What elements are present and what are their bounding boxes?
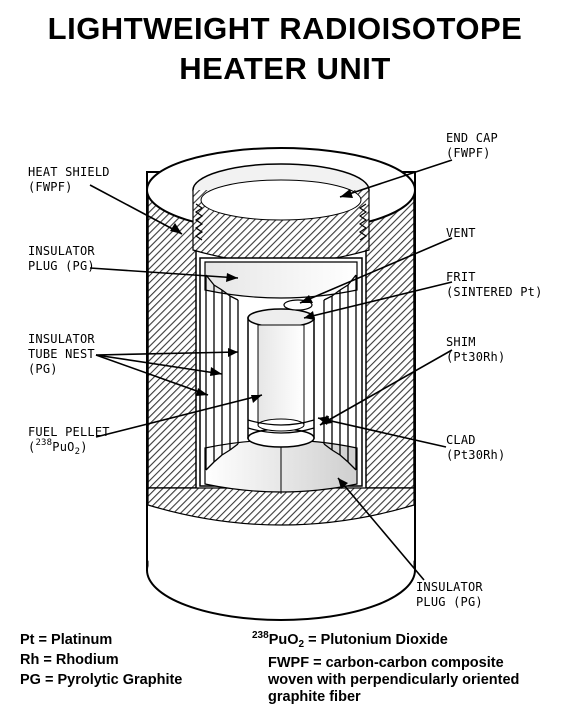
tube-nest-leader-3 [95,354,209,396]
tube-nest-leader-2 [95,354,223,375]
end-cap-leader [339,159,453,198]
heat-shield-leader [89,184,183,235]
label-fuel-pellet: FUEL PELLET (238PuO2) [28,425,110,457]
legend-rh: Rh = Rhodium [20,652,119,668]
label-clad: CLAD (Pt30Rh) [446,433,506,462]
vent-leader [299,237,453,304]
insulator-plug-bottom-leader [337,477,425,581]
label-end-cap: END CAP (FWPF) [446,131,498,160]
label-insulator-plug-bottom: INSULATOR PLUG (PG) [416,580,483,609]
label-heat-shield: HEAT SHIELD (FWPF) [28,165,110,194]
title-line-2: HEATER UNIT [179,51,391,86]
frit-leader [303,281,453,319]
fuel-pellet-leader [95,394,263,438]
label-frit: FRIT (SINTERED Pt) [446,270,543,299]
label-vent: VENT [446,226,476,240]
shim-leader [319,349,453,426]
legend-fwpf: FWPF = carbon-carbon composite woven wit… [268,655,520,705]
insulator-plug-top-leader [89,267,239,279]
leader-arrowheads [170,189,353,489]
leader-lines [89,159,453,581]
end-cap [146,147,416,264]
legend-pt: Pt = Platinum [20,632,113,648]
insulator-assembly [199,257,363,494]
label-insulator-plug-top: INSULATOR PLUG (PG) [28,244,95,273]
legend-puo2: 238PuO2 = Plutonium Dioxide [252,630,448,650]
clad-leader [317,417,447,448]
tube-nest-leader-1 [95,351,239,356]
title-line-1: LIGHTWEIGHT RADIOISOTOPE [47,11,523,46]
legend-pg: PG = Pyrolytic Graphite [20,672,183,688]
label-insulator-tube-nest: INSULATOR TUBE NEST (PG) [28,332,95,376]
label-shim: SHIM (Pt30Rh) [446,335,506,364]
